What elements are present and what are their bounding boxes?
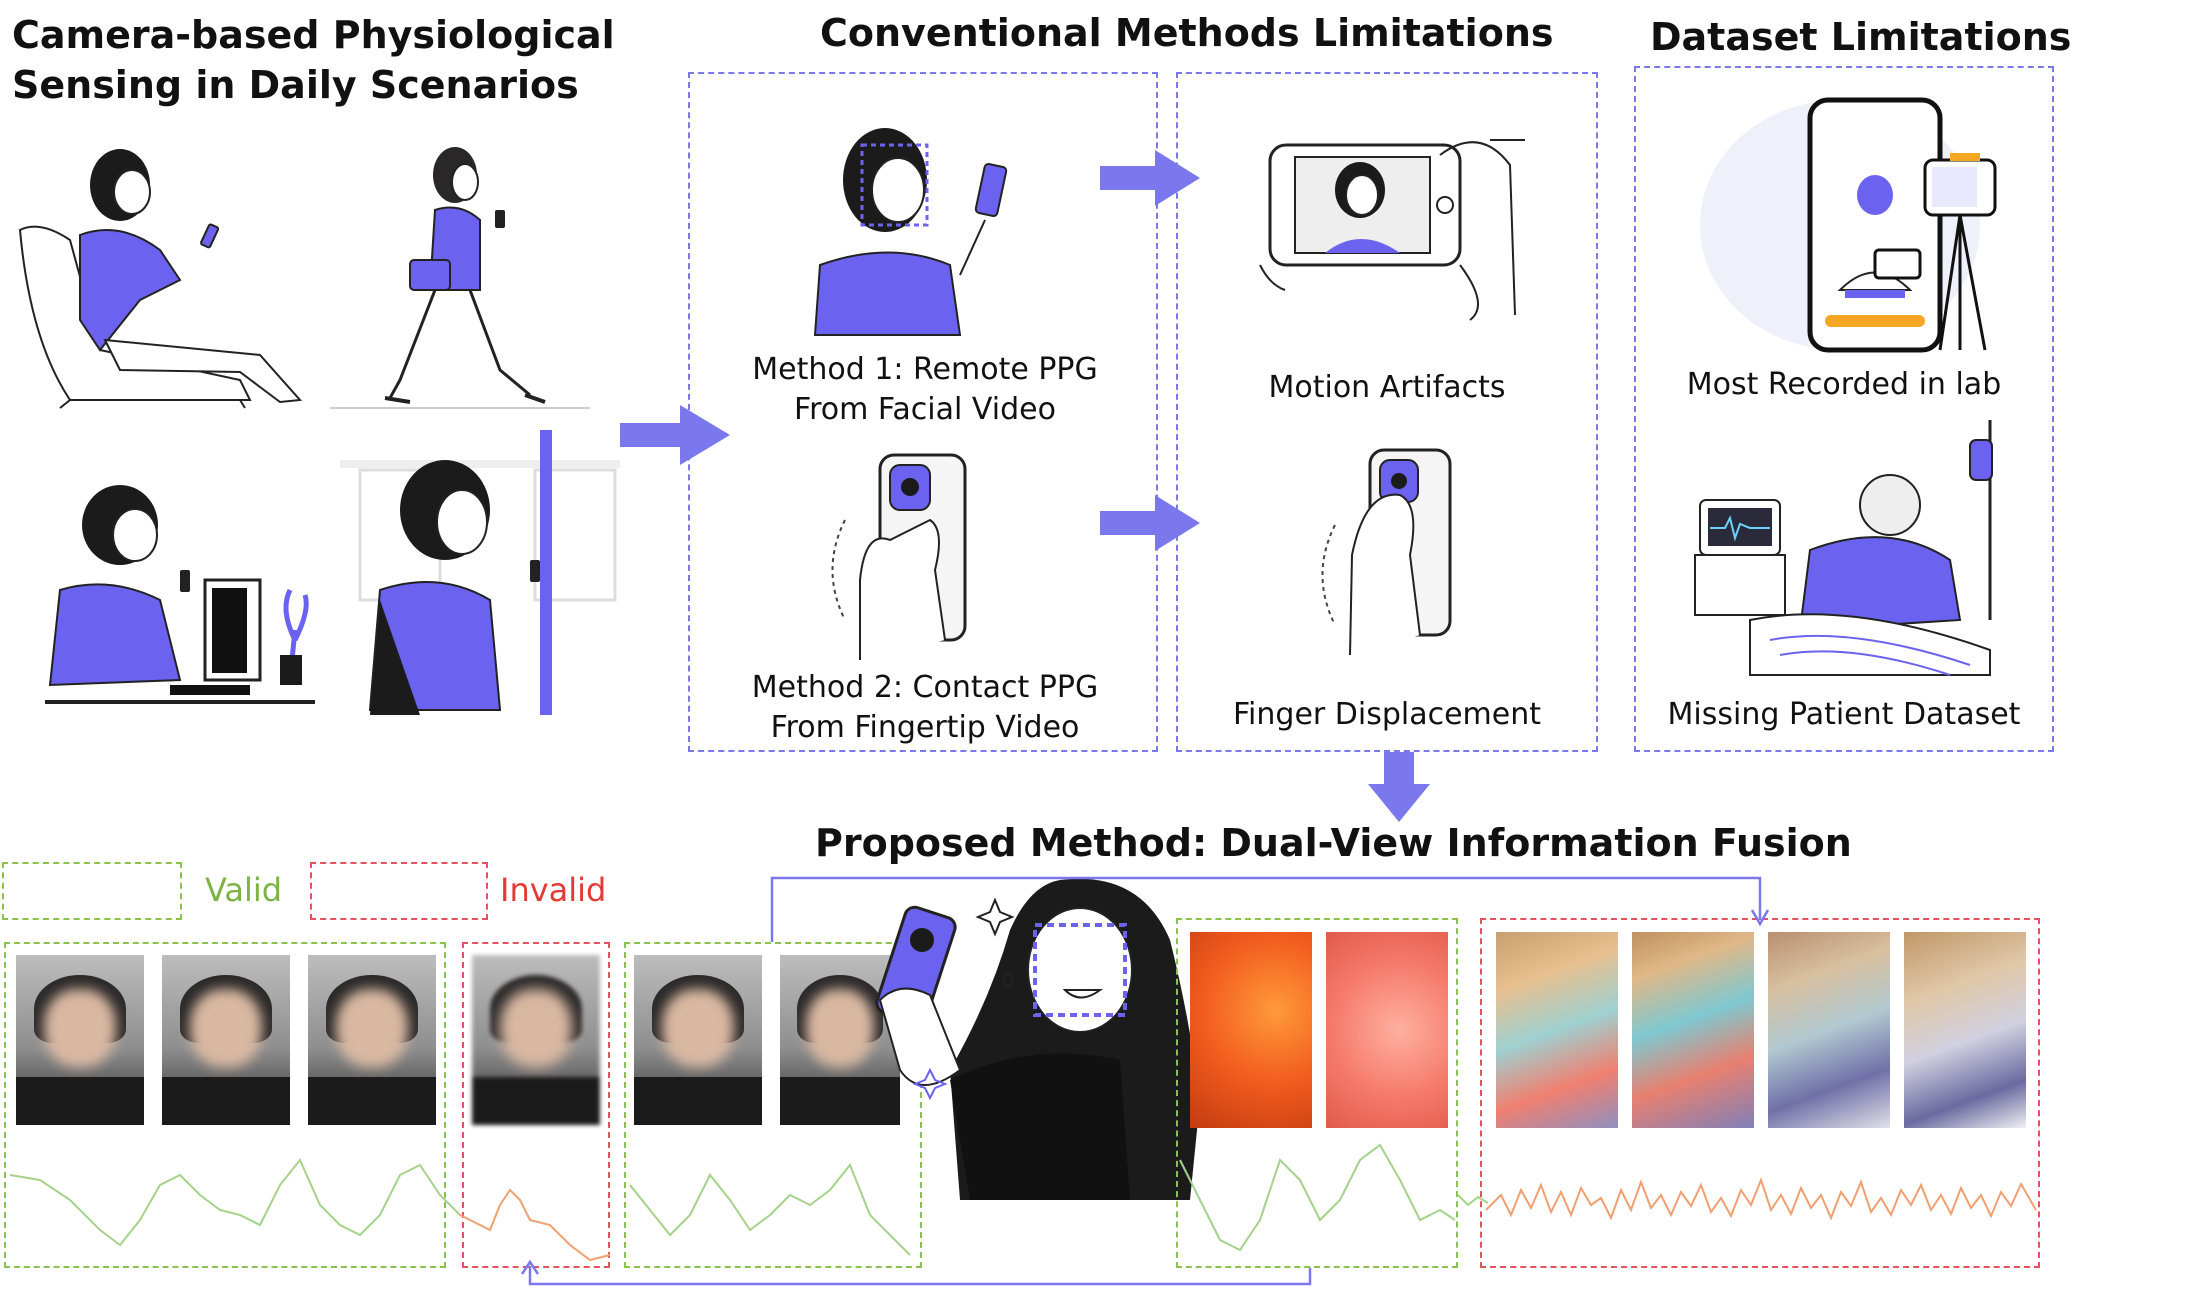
bed-frame	[1496, 932, 1618, 1128]
arrow-right-icon	[620, 405, 730, 465]
desk-person-illustration	[45, 485, 315, 704]
face-frame	[780, 955, 900, 1125]
legend-valid-label: Valid	[205, 871, 283, 909]
conventional-methods-box	[688, 72, 1158, 752]
face-invalid-box	[462, 942, 610, 1268]
face-frame	[16, 955, 144, 1125]
face-valid-box-2	[624, 942, 922, 1268]
patient-caption: Missing Patient Dataset	[1667, 697, 2021, 732]
bed-frame	[1632, 932, 1754, 1128]
legend-invalid-label: Invalid	[500, 871, 607, 909]
walking-person-illustration	[330, 147, 590, 409]
dataset-limitations-box	[1634, 66, 2054, 752]
finger-frame	[1190, 932, 1312, 1128]
proposed-heading: Proposed Method: Dual-View Information F…	[815, 821, 1852, 865]
arrow-right-icon	[1100, 150, 1200, 206]
legend-invalid-swatch	[310, 862, 488, 920]
face-valid-box-1	[4, 942, 446, 1268]
conventional-limitations-box	[1176, 72, 1598, 752]
face-ppg-signal	[9, 1158, 911, 1262]
sitting-person-illustration	[18, 149, 303, 409]
dataset-heading: Dataset Limitations	[1650, 15, 2072, 59]
bed-frame	[1904, 932, 2026, 1128]
motion-artifacts-caption: Motion Artifacts	[1268, 370, 1506, 405]
face-frame	[634, 955, 762, 1125]
finger-ppg-signal	[1179, 1143, 1456, 1252]
finger-frame	[1326, 932, 1448, 1128]
face-frame-blurred	[472, 955, 600, 1125]
finger-displacement-illustration	[1321, 448, 1452, 656]
patient-illustration	[1694, 420, 1993, 676]
motion-artifacts-illustration	[1259, 139, 1525, 321]
remote-ppg-illustration	[813, 128, 1008, 336]
contact-ppg-illustration	[831, 453, 967, 660]
connector-signal	[1457, 1194, 1489, 1207]
finger-displacement-caption: Finger Displacement	[1232, 697, 1542, 732]
bed-ppg-signal	[1485, 1177, 2037, 1221]
method2-caption: Method 2: Contact PPG From Fingertip Vid…	[751, 670, 1099, 745]
conventional-heading: Conventional Methods Limitations	[820, 11, 1554, 55]
daily-scenarios-heading: Camera-based Physiological Sensing in Da…	[12, 13, 615, 107]
lab-recording-illustration	[1700, 97, 1997, 353]
subway-person-illustration	[340, 430, 620, 715]
lab-caption: Most Recorded in lab	[1686, 367, 2002, 402]
dual-view-selfie-illustration	[875, 878, 1200, 1200]
arrow-down-icon	[1368, 752, 1430, 822]
face-frame	[308, 955, 436, 1125]
arrow-right-icon	[1100, 495, 1200, 551]
legend-valid-swatch	[2, 862, 182, 920]
face-frame	[162, 955, 290, 1125]
top-connector-arrow	[770, 876, 1770, 942]
bed-frame	[1768, 932, 1890, 1128]
method1-caption: Method 1: Remote PPG From Facial Video	[752, 352, 1098, 427]
finger-valid-box	[1176, 918, 1458, 1268]
bottom-connector-arrow	[520, 1259, 1312, 1286]
